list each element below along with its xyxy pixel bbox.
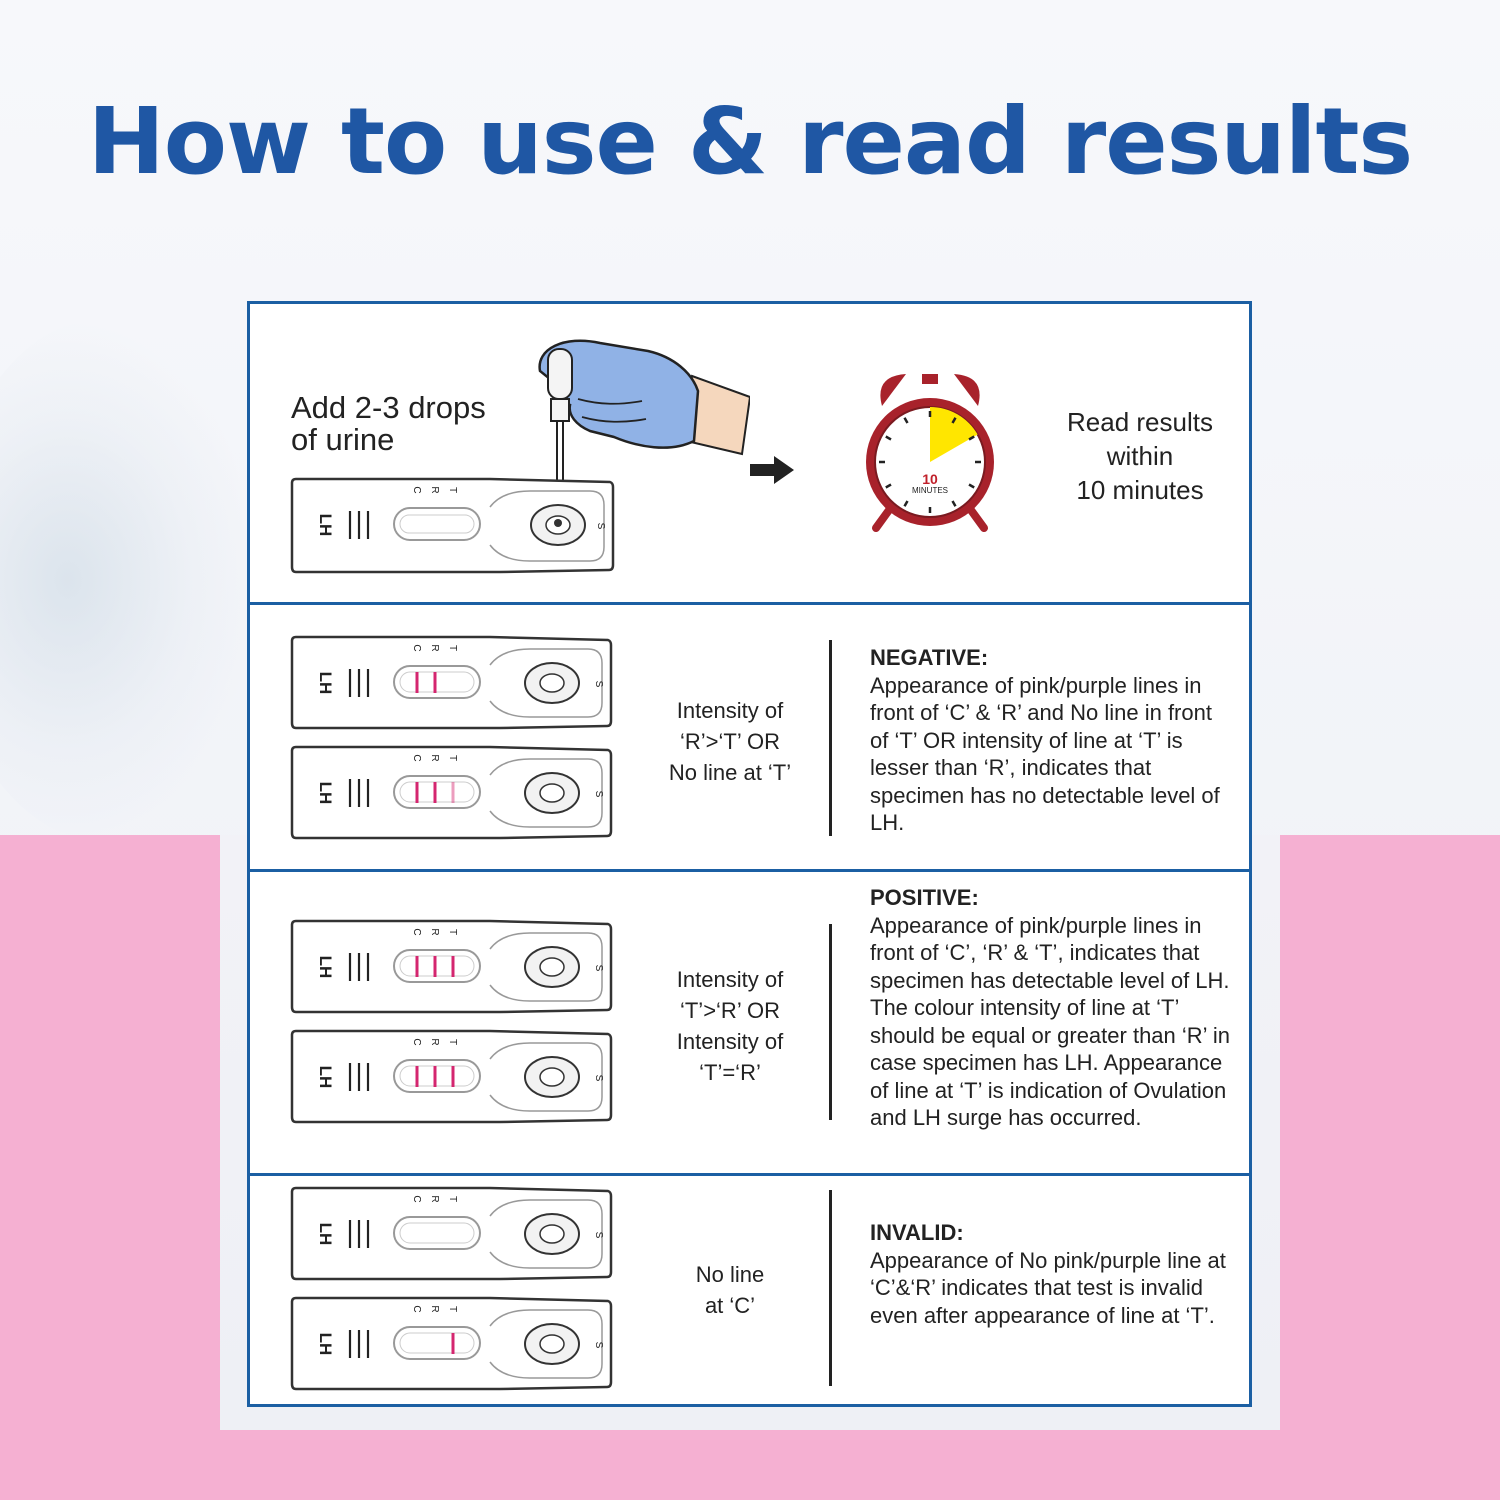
result-description: Appearance of pink/purple lines in front…	[870, 672, 1220, 836]
strip-s-label: S	[595, 523, 606, 530]
condition-line: ‘T’>‘R’ OR	[679, 998, 781, 1023]
condition-line: Intensity of	[676, 967, 784, 992]
result-heading: POSITIVE:	[870, 885, 979, 910]
strip-r-label: R	[429, 1038, 440, 1045]
strip-t-label: T	[447, 1039, 458, 1045]
strip-brand-label: LH	[316, 1223, 335, 1246]
invalid-condition: No line at ‘C’	[645, 1259, 815, 1321]
alarm-clock-icon: 10 MINUTES	[866, 374, 994, 532]
invalid-description: INVALID: Appearance of No pink/purple li…	[870, 1219, 1230, 1329]
strip-s-label: S	[593, 681, 604, 688]
strip-brand-label: LH	[316, 1066, 335, 1089]
strip-s-label: S	[593, 1342, 604, 1349]
clock-unit: MINUTES	[912, 486, 948, 495]
strip-r-label: R	[429, 644, 440, 651]
strip-s-label: S	[593, 791, 604, 798]
strip-brand-label: LH	[316, 514, 335, 537]
condition-line: No line at ‘T’	[668, 760, 792, 785]
usage-steps-row: Add 2-3 drops of urine LH C R	[250, 304, 1249, 602]
strip-brand-label: LH	[316, 1333, 335, 1356]
strip-s-label: S	[593, 1075, 604, 1082]
negative-condition: Intensity of ‘R’>‘T’ OR No line at ‘T’	[645, 695, 815, 788]
strip-r-label: R	[429, 754, 440, 761]
strip-c-label: C	[411, 754, 422, 761]
instructions-panel: Add 2-3 drops of urine LH C R	[247, 301, 1252, 1407]
decorative-leaf-shadow	[0, 320, 260, 840]
strip-r-label: R	[429, 1305, 440, 1312]
condition-line: ‘R’>‘T’ OR	[679, 729, 781, 754]
add-drops-line-2: of urine	[291, 422, 395, 457]
read-line-3: 10 minutes	[1076, 475, 1204, 505]
strip-s-label: S	[593, 965, 604, 972]
test-strip-invalid-1: LH C R T S	[290, 1186, 615, 1287]
strip-t-label: T	[447, 1306, 458, 1312]
strip-c-label: C	[411, 644, 422, 651]
read-results-instruction: Read results within 10 minutes	[1040, 405, 1240, 507]
strip-t-label: T	[447, 929, 458, 935]
read-line-1: Read results	[1067, 407, 1213, 437]
strip-t-label: T	[447, 487, 458, 493]
strip-c-label: C	[411, 1195, 422, 1202]
condition-line: at ‘C’	[704, 1293, 756, 1318]
test-strip-dropping: LH C R T S	[290, 477, 615, 574]
strip-brand-label: LH	[316, 672, 335, 695]
add-drops-instruction: Add 2-3 drops of urine	[291, 392, 486, 456]
condition-line: No line	[695, 1262, 765, 1287]
positive-description: POSITIVE: Appearance of pink/purple line…	[870, 884, 1230, 1132]
divider-line	[829, 640, 832, 836]
positive-result-row: LH C R T S LH C R T S Intensity of ‘T’>‘…	[250, 869, 1249, 1176]
clock-number: 10	[922, 471, 938, 487]
strip-r-label: R	[429, 1195, 440, 1202]
strip-r-label: R	[429, 928, 440, 935]
strip-c-label: C	[411, 928, 422, 935]
add-drops-line-1: Add 2-3 drops	[291, 390, 486, 425]
negative-description: NEGATIVE: Appearance of pink/purple line…	[870, 644, 1230, 837]
test-strip-negative-2: LH C R T S	[290, 745, 615, 846]
strip-r-label: R	[429, 486, 440, 493]
result-description: Appearance of No pink/purple line at ‘C’…	[870, 1247, 1226, 1328]
condition-line: Intensity of	[676, 1029, 784, 1054]
strip-brand-label: LH	[316, 956, 335, 979]
condition-line: ‘T’=‘R’	[699, 1060, 761, 1085]
page-title: How to use & read results	[87, 88, 1413, 195]
strip-c-label: C	[411, 1305, 422, 1312]
divider-line	[829, 924, 832, 1120]
test-strip-positive-1: LH C R T S	[290, 919, 615, 1020]
test-strip-negative-1: LH C R T S	[290, 635, 615, 736]
strip-t-label: T	[447, 755, 458, 761]
test-strip-invalid-2: LH C R T S	[290, 1296, 615, 1397]
strip-c-label: C	[411, 1038, 422, 1045]
invalid-result-row: LH C R T S LH C R T S No line at ‘C’	[250, 1173, 1249, 1410]
negative-result-row: LH C R T S LH C R T S Intensity of ‘R’>‘…	[250, 602, 1249, 872]
read-line-2: within	[1106, 441, 1174, 471]
result-heading: INVALID:	[870, 1220, 964, 1245]
condition-line: Intensity of	[676, 698, 784, 723]
strip-c-label: C	[411, 486, 422, 493]
divider-line	[829, 1190, 832, 1386]
test-strip-positive-2: LH C R T S	[290, 1029, 615, 1130]
result-heading: NEGATIVE:	[870, 645, 989, 670]
strip-t-label: T	[447, 645, 458, 651]
result-description: Appearance of pink/purple lines in front…	[870, 912, 1230, 1131]
strip-t-label: T	[447, 1196, 458, 1202]
strip-brand-label: LH	[316, 782, 335, 805]
arrow-right-icon	[750, 456, 794, 484]
strip-s-label: S	[593, 1232, 604, 1239]
positive-condition: Intensity of ‘T’>‘R’ OR Intensity of ‘T’…	[645, 964, 815, 1088]
